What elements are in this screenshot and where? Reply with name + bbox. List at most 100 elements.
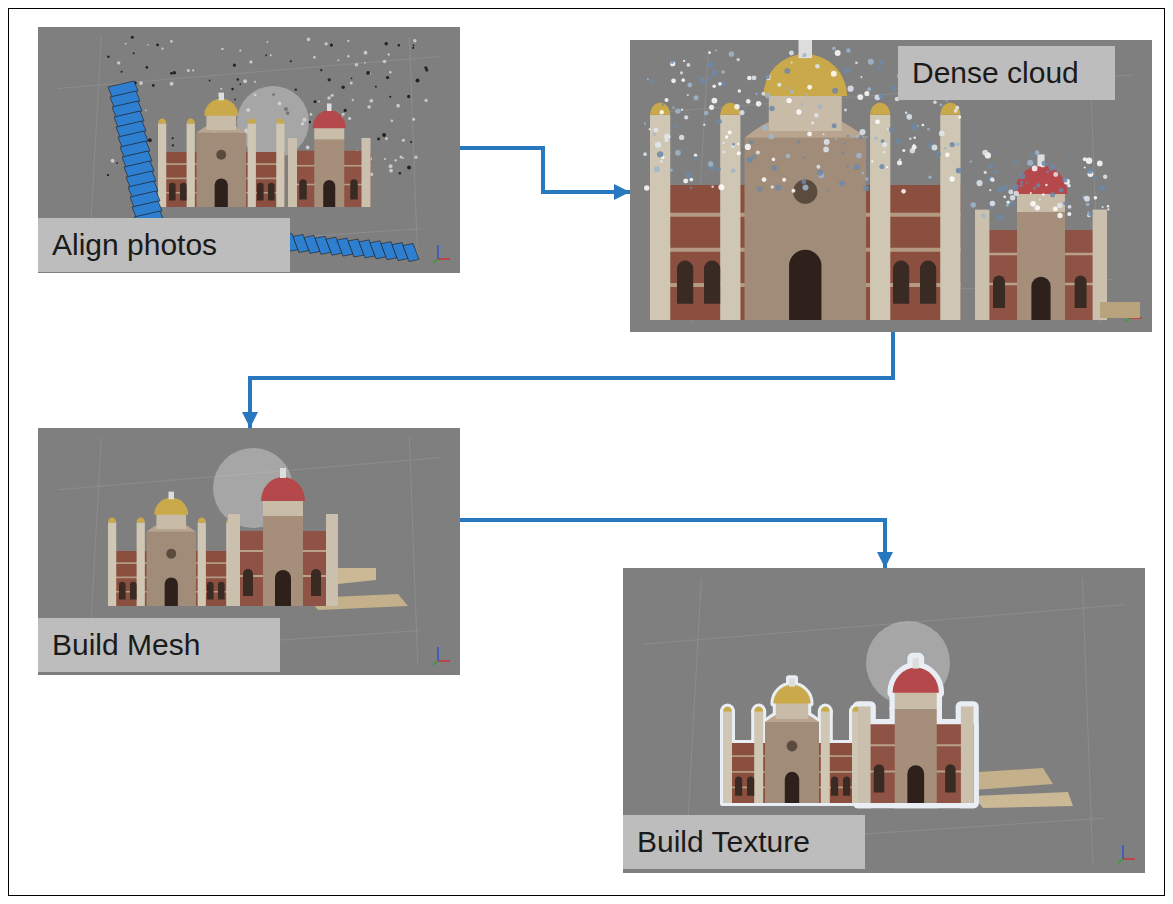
basilica-drawing	[158, 93, 285, 207]
arched-window	[747, 777, 754, 796]
main-door	[789, 250, 821, 320]
cloud-point	[832, 46, 836, 50]
cloud-point	[786, 98, 791, 103]
cloud-point	[949, 176, 954, 181]
cloud-point	[1094, 196, 1098, 200]
cloud-point	[729, 51, 735, 57]
cloud-point	[1101, 206, 1103, 208]
cloud-point	[782, 178, 786, 182]
chapel-tower	[961, 706, 974, 803]
cloud-point	[749, 140, 754, 145]
tower-cupola	[198, 517, 206, 522]
cloud-point	[801, 179, 806, 184]
cloud-point	[906, 114, 912, 120]
cloud-point	[984, 171, 987, 174]
cloud-point	[803, 185, 809, 191]
cloud-point	[1026, 181, 1028, 183]
tie-point	[383, 60, 387, 64]
cloud-point	[902, 149, 905, 152]
cloud-point	[1053, 207, 1058, 212]
tie-point	[234, 99, 236, 101]
tie-point	[172, 144, 174, 146]
cloud-point	[1019, 173, 1025, 179]
cloud-point	[756, 101, 762, 107]
tie-point	[170, 72, 173, 75]
tie-point	[347, 40, 349, 42]
cloud-point	[664, 134, 670, 140]
tie-point	[107, 55, 110, 58]
main-dome	[204, 99, 238, 116]
tie-point	[116, 162, 118, 164]
chapel-tower	[288, 138, 297, 207]
chapel-dome	[313, 110, 346, 128]
cloud-point	[817, 170, 823, 176]
bell-tower	[248, 123, 256, 207]
cloud-point	[712, 70, 718, 76]
tower-cupola	[187, 118, 195, 123]
tie-point	[173, 71, 177, 75]
rose-window	[787, 741, 798, 752]
cloud-point	[1087, 168, 1093, 174]
cloud-point	[1103, 175, 1107, 179]
tower-cupola	[650, 103, 670, 115]
cloud-point	[672, 107, 674, 109]
cloud-point	[879, 164, 884, 169]
dome-drum	[776, 702, 808, 719]
tie-point	[310, 113, 313, 116]
cloud-point	[669, 168, 672, 171]
cloud-point	[644, 123, 646, 125]
tie-point	[146, 66, 149, 69]
cloud-point	[822, 133, 824, 135]
cloud-point	[856, 153, 862, 159]
cloud-point	[1007, 200, 1010, 203]
cloud-point	[707, 62, 713, 68]
tie-point	[152, 84, 155, 87]
tie-point	[384, 158, 386, 160]
main-door	[215, 178, 228, 207]
cloud-point	[746, 99, 751, 104]
cloud-point	[997, 187, 1003, 193]
cloud-point	[1050, 192, 1055, 197]
arched-window	[130, 582, 137, 600]
cloud-point	[1035, 150, 1040, 155]
cloud-point	[786, 153, 791, 158]
tie-point	[389, 96, 391, 98]
tie-point	[375, 86, 377, 88]
tie-point	[347, 55, 349, 57]
cloud-point	[664, 98, 668, 102]
cloud-point	[950, 142, 955, 147]
axis-z	[437, 647, 439, 661]
cloud-point	[680, 71, 683, 74]
tie-point	[265, 54, 267, 56]
cloud-point	[835, 138, 837, 140]
tie-point	[410, 141, 412, 143]
tie-point	[187, 69, 190, 72]
cloud-point	[880, 60, 885, 65]
cloud-point	[818, 104, 823, 109]
cloud-point	[998, 214, 1004, 220]
cloud-point	[1008, 190, 1013, 195]
dome-lantern	[789, 678, 795, 686]
chapel-drawing	[858, 658, 974, 803]
cloud-point	[698, 75, 701, 78]
chapel-door	[275, 570, 291, 606]
cloud-point	[654, 128, 659, 133]
cloud-point	[905, 111, 908, 114]
cloud-point	[761, 92, 765, 96]
tie-point	[424, 66, 427, 69]
cloud-point	[981, 213, 986, 218]
dome-drum	[895, 692, 937, 709]
photogrammetry-panel: Align photos	[38, 27, 460, 273]
tie-point	[231, 88, 234, 91]
dome-drum	[1017, 193, 1065, 212]
cloud-point	[865, 177, 868, 180]
cloud-point	[1031, 153, 1036, 158]
cloud-point	[670, 60, 674, 64]
cloud-point	[711, 185, 713, 187]
camera-frame	[403, 244, 419, 262]
cloud-point	[826, 189, 828, 191]
arched-window	[843, 777, 850, 796]
cloud-point	[683, 60, 685, 62]
bell-tower	[870, 115, 890, 320]
cloud-point	[684, 115, 688, 119]
